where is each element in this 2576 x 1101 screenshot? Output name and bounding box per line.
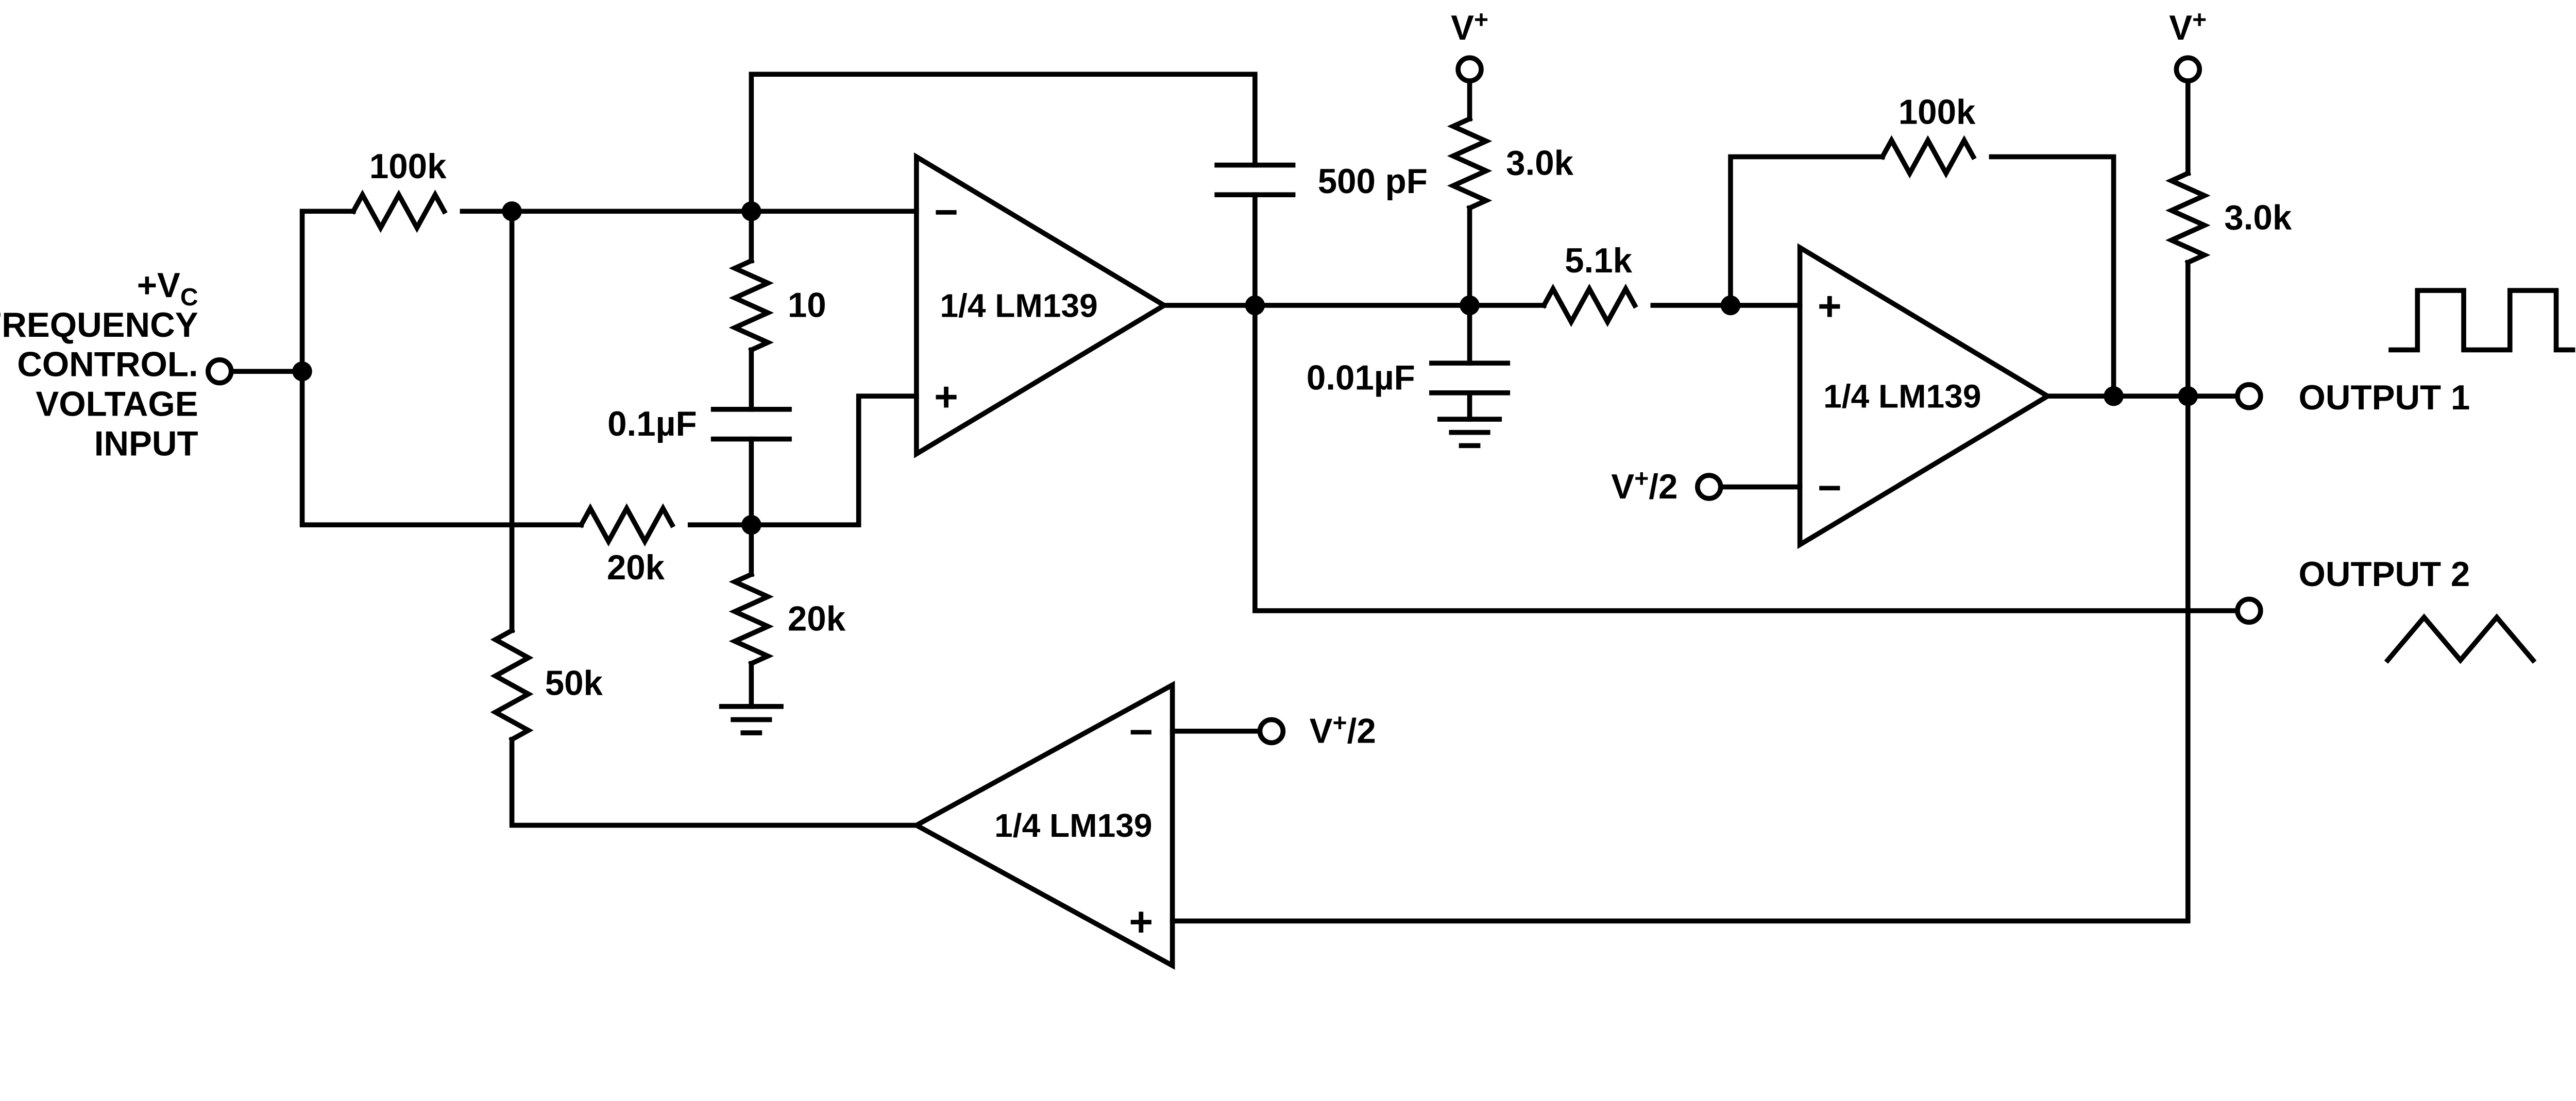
wire-top-feedback-rail — [749, 72, 1258, 214]
opamp-triangle — [1797, 243, 2053, 549]
comparator2-plus-sign: + — [1818, 283, 1842, 329]
wire-output2-line — [1252, 303, 2240, 613]
output1-terminal — [2235, 382, 2263, 410]
circuit-wiring — [228, 72, 2240, 924]
comparator1-plus-sign: + — [934, 373, 958, 420]
wire-feedback-up — [1728, 154, 1885, 308]
wire-50k-to-comp3-output — [509, 737, 919, 828]
label-resistor-100k-feedback: 100k — [1899, 93, 1976, 131]
resistor-100k-input — [350, 190, 448, 233]
resistor-3k-right-pullup — [2165, 170, 2211, 266]
capacitor-0.01uf — [1429, 360, 1511, 395]
comparator1-label: 1/4 LM139 — [940, 287, 1097, 324]
comparator2-minus-sign: − — [1818, 464, 1842, 510]
label-resistor-20k-ground: 20k — [788, 599, 846, 638]
resistor-20k-ground — [728, 571, 774, 667]
junction-dot — [1720, 295, 1741, 316]
label-output1: OUTPUT 1 — [2299, 379, 2470, 417]
junction-dot — [741, 201, 761, 221]
junction-dot — [292, 361, 312, 382]
resistor-100k-feedback — [1879, 135, 1977, 179]
vco-schematic: − + 1/4 LM139 + − 1/4 LM139 − + 1/4 LM13… — [0, 6, 2575, 970]
label-vplus-right: V+ — [2169, 6, 2207, 47]
comparator-3: − + 1/4 LM139 — [911, 680, 1175, 970]
label-resistor-100k-input: 100k — [369, 147, 447, 186]
wire-plus-input-jog — [749, 393, 919, 528]
label-capacitor-001uf: 0.01µF — [1307, 358, 1415, 397]
capacitor-500pf — [1214, 162, 1296, 198]
input-label-vc: +VC — [137, 266, 198, 311]
label-vhalf-comp2: V+/2 — [1611, 465, 1677, 506]
triangle-wave-icon — [2384, 613, 2537, 664]
input-label-block: +VC FREQUENCY CONTROL. VOLTAGE INPUT — [0, 266, 198, 463]
comparator3-minus-sign: − — [1129, 709, 1153, 755]
label-resistor-20k-series: 20k — [607, 548, 665, 587]
junction-dot — [502, 201, 522, 221]
label-vplus-mid: V+ — [1451, 6, 1488, 47]
capacitor-0.1uf — [710, 407, 792, 442]
resistor-3k-mid-pullup — [1447, 115, 1493, 212]
label-resistor-3k-right: 3.0k — [2224, 199, 2292, 237]
label-capacitor-500pf: 500 pF — [1318, 162, 1428, 201]
label-resistor-10: 10 — [788, 286, 826, 324]
vplus-right-terminal — [2174, 55, 2202, 83]
input-terminal — [206, 357, 234, 386]
output2-terminal — [2235, 596, 2263, 625]
ground-symbol-20k — [719, 703, 784, 735]
vhalf-comp3-terminal — [1257, 717, 1286, 746]
comparator-2: + − 1/4 LM139 — [1797, 243, 2053, 549]
comparator3-label: 1/4 LM139 — [994, 807, 1152, 844]
label-resistor-5k1: 5.1k — [1565, 242, 1633, 280]
opamp-triangle — [914, 152, 1169, 458]
comparator-1: − + 1/4 LM139 — [914, 152, 1169, 458]
wire-input-up-to-100k — [299, 209, 356, 374]
resistor-50k-sink — [490, 627, 534, 743]
resistor-10-small — [728, 257, 774, 353]
vplus-mid-terminal — [1455, 55, 1484, 83]
wire-output1-to-comp3-plus — [1170, 393, 2191, 924]
label-resistor-50k: 50k — [545, 664, 603, 702]
label-capacitor-01uf: 0.1µF — [607, 405, 697, 443]
wire-feedback-down — [1989, 154, 2116, 399]
input-label-line2: FREQUENCY — [0, 306, 198, 345]
resistor-20k-series — [578, 503, 676, 547]
comparator2-label: 1/4 LM139 — [1823, 378, 1981, 415]
label-vhalf-comp3: V+/2 — [1310, 709, 1376, 750]
ground-symbol-001uf — [1437, 417, 1502, 449]
opamp-triangle — [911, 680, 1175, 970]
vhalf-comp2-terminal — [1695, 473, 1723, 501]
junction-dot — [2178, 386, 2198, 406]
label-output2: OUTPUT 2 — [2299, 555, 2470, 594]
junction-dot — [2104, 386, 2124, 406]
comparator1-minus-sign: − — [934, 188, 958, 235]
label-resistor-3k-mid: 3.0k — [1506, 144, 1574, 183]
input-label-line3: CONTROL. — [17, 346, 198, 384]
square-wave-icon — [2388, 288, 2575, 353]
comparator3-plus-sign: + — [1129, 898, 1153, 944]
resistor-5k1-coupling — [1540, 283, 1638, 327]
input-label-line4: VOLTAGE — [36, 385, 198, 424]
junction-dot — [1245, 295, 1265, 316]
wire-input-down-to-20k — [299, 369, 584, 528]
junction-dot — [1460, 295, 1480, 316]
input-label-line5: INPUT — [94, 425, 198, 463]
junction-dot — [741, 514, 761, 535]
